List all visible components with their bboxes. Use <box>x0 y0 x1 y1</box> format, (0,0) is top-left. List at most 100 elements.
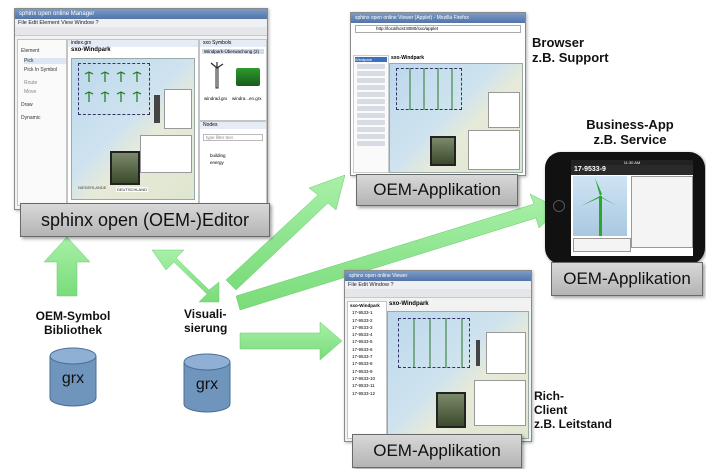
details-panel <box>140 135 192 173</box>
browser-tree-root[interactable]: Windpark <box>355 57 387 62</box>
nodes-tab[interactable]: Nodes <box>200 122 266 129</box>
visualisation-label: Visuali- sierung <box>184 307 228 336</box>
symbols-section-header[interactable]: Windpark-Überwachung (2) <box>202 49 264 54</box>
phone-title: 17-9533-9 <box>571 165 693 175</box>
photo-thumbnail <box>110 151 140 185</box>
editor-canvas-panel: index.grx sxo-Windpark NIEDERLANDE DEUTS… <box>67 39 199 206</box>
rich-client-caption-line1: Rich- <box>534 389 564 403</box>
phone-home-button[interactable] <box>553 200 565 212</box>
rich-client-status-legend <box>486 332 526 374</box>
rich-client-caption-line3: z.B. Leitstand <box>534 416 613 431</box>
browser-caption-line2: z.B. Support <box>532 49 609 65</box>
phone-turbine-image <box>573 176 627 236</box>
phone-status-clock: 11:30 AM <box>571 160 693 165</box>
editor-map: NIEDERLANDE DEUTSCHLAND <box>71 58 195 200</box>
browser-turbine-grid <box>396 68 462 110</box>
editor-label: sphinx open (OEM-)Editor <box>20 203 270 237</box>
palette-item-route[interactable]: Route <box>24 80 38 86</box>
editor-toolbar <box>15 27 267 36</box>
rich-client-window: sphinx open online Viewer File Edit Wind… <box>344 270 532 442</box>
browser-details-panel <box>468 130 520 170</box>
rich-client-list-item[interactable]: 17-9533-9 <box>352 368 373 374</box>
arrow-to-rich-client <box>239 321 343 361</box>
rich-client-caption-line2: Client <box>534 402 568 417</box>
visualisation-db-label: grx <box>195 376 219 393</box>
browser-canvas-title: sxo-Windpark <box>391 55 425 61</box>
browser-app-label: OEM-Applikation <box>356 174 518 206</box>
rich-client-list-item[interactable]: 17-9533-3 <box>352 324 373 330</box>
visualisation-line2: sierung <box>184 320 228 335</box>
palette-item-dynamic[interactable]: Dynamic <box>21 115 41 121</box>
rich-client-list-item[interactable]: 17-9533-5 <box>352 339 373 345</box>
rich-client-list-item[interactable]: 17-9533-8 <box>352 361 373 367</box>
editor-symbols-panel: sxo Symbols Windpark-Überwachung (2) win… <box>199 39 267 121</box>
windrad-en-symbol-icon[interactable] <box>236 68 260 86</box>
business-caption-line1: Business-App <box>586 117 674 132</box>
rich-client-label: OEM-Applikation <box>352 434 522 468</box>
nodes-filter-input[interactable]: type filter text <box>203 134 263 141</box>
visualisation-line1: Visuali- <box>184 307 227 321</box>
rich-client-turbine-grid <box>398 318 470 368</box>
palette-item-pick[interactable]: Pick <box>24 58 66 64</box>
map-label-netherlands: NIEDERLANDE <box>78 185 107 190</box>
rich-client-list-item[interactable]: 17-9533-12 <box>352 390 376 396</box>
arrow-to-browser-app <box>225 174 346 291</box>
symbol-file-2: windra...en.grx <box>232 96 262 101</box>
phone-status-legend <box>573 238 631 252</box>
symbol-library-database-icon <box>49 347 97 407</box>
windrad-symbol-icon[interactable] <box>210 62 224 90</box>
rich-client-details-panel <box>474 380 526 426</box>
visualisation-database-icon <box>183 353 231 413</box>
node-row-building[interactable]: building <box>210 153 226 158</box>
rich-client-menu: File Edit Window ? <box>345 281 531 289</box>
business-app-label: OEM-Applikation <box>551 262 703 296</box>
editor-canvas-tab[interactable]: index.grx <box>68 40 198 47</box>
browser-window: sphinx open online Viewer (Applet) - Moz… <box>350 12 526 176</box>
browser-photo <box>430 136 456 166</box>
editor-palette: Element Pick Pick In Symbol Route Move D… <box>17 39 67 206</box>
rich-client-list-item[interactable]: 17-9533-1 <box>352 310 373 316</box>
map-label-germany: DEUTSCHLAND <box>116 187 149 192</box>
browser-url-bar[interactable]: http://localhost:8080/sxo/applet <box>355 25 521 33</box>
phone-details-table <box>631 176 693 248</box>
phone-device: 11:30 AM 17-9533-9 <box>545 152 705 264</box>
palette-item-pick-symbol[interactable]: Pick In Symbol <box>24 67 58 73</box>
rich-client-caption: Rich- Client z.B. Leitstand <box>534 389 613 431</box>
business-caption-line2: z.B. Service <box>593 131 667 147</box>
browser-caption-line1: Browser <box>532 35 585 50</box>
rich-client-list-item[interactable]: 17-9533-6 <box>352 346 373 352</box>
editor-title-bar: sphinx open online Manager <box>15 9 267 19</box>
business-caption: Business-App z.B. Service <box>560 117 700 148</box>
browser-map <box>389 63 523 173</box>
turbine-large-icon <box>154 95 160 123</box>
arrow-library-to-editor <box>43 236 91 297</box>
palette-item-element[interactable]: Element <box>21 48 40 54</box>
rich-client-toolbar <box>345 289 531 298</box>
symbol-library-db-label: grx <box>61 370 85 387</box>
arrow-editor-visualisation <box>151 249 220 303</box>
rich-client-canvas-title: sxo-Windpark <box>389 301 429 307</box>
rich-client-list-item[interactable]: 17-9533-10 <box>352 375 376 381</box>
status-legend <box>164 89 192 129</box>
browser-status-legend <box>488 92 520 128</box>
turbine-grid <box>78 63 150 115</box>
rich-client-list-item[interactable]: 17-9533-4 <box>352 332 373 338</box>
rich-client-map <box>387 311 529 439</box>
symbol-library-line2: Bibliothek <box>43 322 102 337</box>
rich-client-list-item[interactable]: 17-9533-7 <box>352 354 373 360</box>
browser-caption: Browser z.B. Support <box>532 35 609 66</box>
palette-item-draw[interactable]: Draw <box>21 102 33 108</box>
rich-client-tree-root[interactable]: sxo-Windpark <box>350 303 380 308</box>
symbol-library-line1: OEM-Symbol <box>35 309 111 323</box>
node-row-energy[interactable]: energy <box>210 160 224 165</box>
rich-client-turbine-icon <box>476 340 480 366</box>
rich-client-list-item[interactable]: 17-9533-11 <box>352 383 375 389</box>
symbol-library-label: OEM-Symbol Bibliothek <box>18 309 128 338</box>
editor-window: sphinx open online Manager File Edit Ele… <box>14 8 268 210</box>
editor-menu-bar: File Edit Element View Window ? <box>15 19 267 27</box>
symbols-tab[interactable]: sxo Symbols <box>200 40 266 47</box>
rich-client-list-item[interactable]: 17-9533-2 <box>352 317 373 323</box>
palette-item-move[interactable]: Move <box>24 89 37 95</box>
